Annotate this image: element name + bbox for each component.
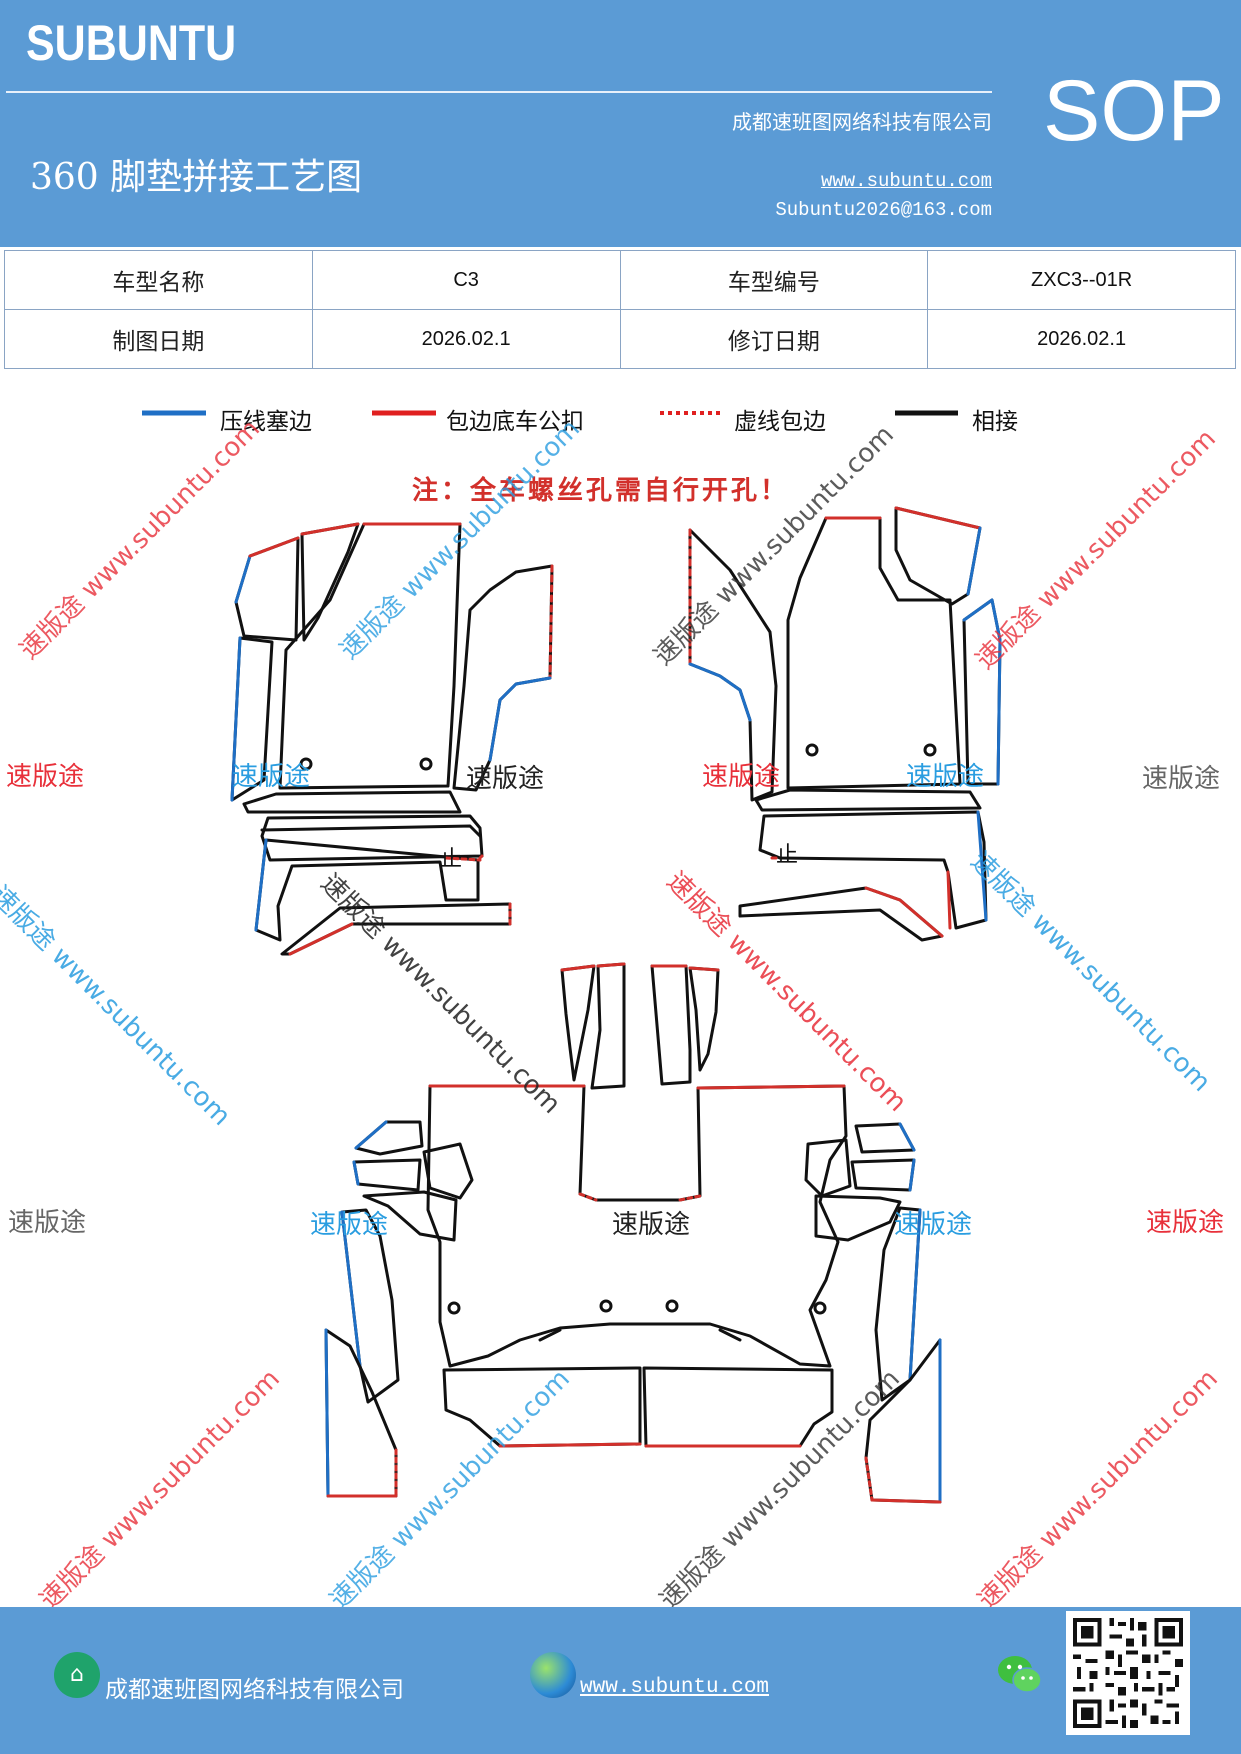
note-screw-holes: 注：全车螺丝孔需自行开孔！	[412, 476, 790, 506]
model-name-label: 车型名称	[4, 250, 313, 310]
watermark-brand: 速版途	[232, 762, 311, 792]
watermark-brand: 速版途	[310, 1210, 389, 1240]
header-company: 成都速班图网络科技有限公司	[732, 110, 992, 134]
brand-logo: SUBUNTU	[26, 15, 237, 71]
table-row: 制图日期 2026.02.1 修订日期 2026.02.1	[4, 309, 1236, 369]
qr-code[interactable]	[1066, 1611, 1190, 1735]
watermark-brand: 速版途	[6, 762, 85, 792]
front-left-mat	[230, 522, 554, 956]
legend-label-press: 压线塞边	[220, 409, 312, 435]
stop-mark-right: 止	[776, 843, 798, 868]
header-website-link[interactable]: www.subuntu.com	[820, 170, 992, 192]
header-email[interactable]: Subuntu2026@163.com	[775, 199, 992, 221]
legend-label-dotted: 虚线包边	[734, 409, 826, 435]
globe-icon	[530, 1652, 576, 1698]
table-row: 车型名称 C3 车型编号 ZXC3--01R	[4, 250, 1236, 310]
header-divider	[6, 91, 992, 93]
company-icon: ⌂	[54, 1652, 100, 1698]
front-right-mat	[688, 506, 1002, 942]
drawing-date-value: 2026.02.1	[311, 309, 621, 369]
model-code-label: 车型编号	[619, 250, 929, 310]
watermark-brand: 速版途	[702, 762, 781, 792]
sop-badge: SOP	[1043, 63, 1225, 159]
watermark-brand: 速版途	[1142, 764, 1221, 794]
page-title: 360 脚垫拼接工艺图	[30, 157, 363, 198]
watermark-brand: 速版途	[612, 1210, 691, 1240]
rear-floor-mat	[324, 962, 942, 1504]
wechat-icon[interactable]	[996, 1652, 1044, 1696]
revision-date-label: 修订日期	[619, 309, 929, 369]
footer-website-link[interactable]: www.subuntu.com	[580, 1676, 770, 1699]
legend-label-join: 相接	[972, 409, 1018, 435]
vehicle-info-table: 车型名称 C3 车型编号 ZXC3--01R 制图日期 2026.02.1 修订…	[4, 250, 1236, 369]
watermark-brand: 速版途	[8, 1208, 87, 1238]
footer-company: 成都速班图网络科技有限公司	[105, 1677, 404, 1703]
stop-mark-left: 止	[440, 847, 462, 872]
model-name-value: C3	[311, 250, 621, 310]
legend-label-wrap: 包边底车公扣	[446, 409, 584, 435]
watermark-brand: 速版途	[906, 762, 985, 792]
watermark-brand: 速版途	[894, 1210, 973, 1240]
model-code-value: ZXC3--01R	[927, 250, 1236, 310]
revision-date-value: 2026.02.1	[927, 309, 1236, 369]
drawing-date-label: 制图日期	[4, 309, 313, 369]
watermark-brand: 速版途	[466, 764, 545, 794]
watermark-brand: 速版途	[1146, 1208, 1225, 1238]
header-banner	[0, 0, 1241, 247]
